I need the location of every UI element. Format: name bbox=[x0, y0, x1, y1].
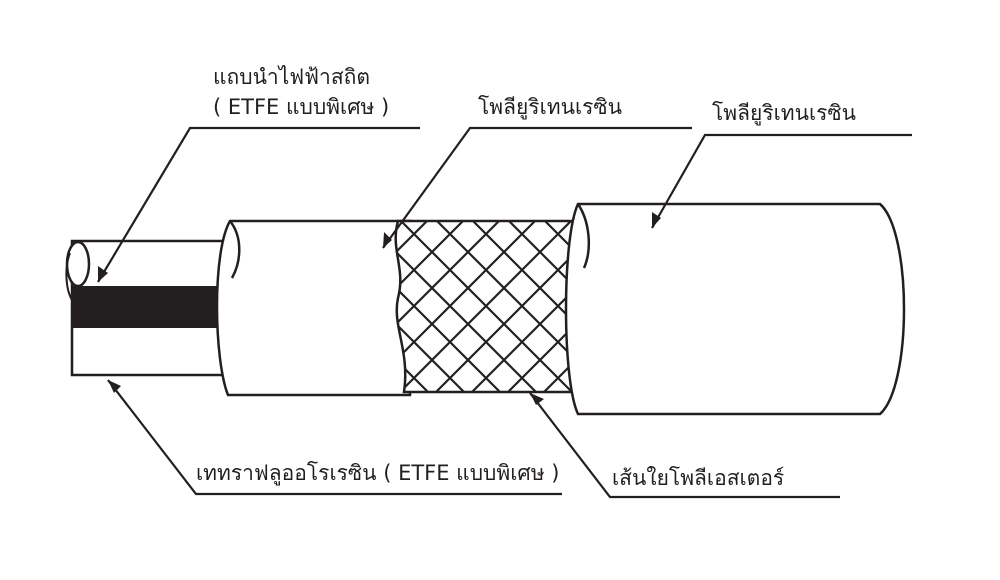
arrowhead-conductive-strip bbox=[98, 266, 108, 282]
arrowheads bbox=[98, 212, 661, 405]
leader-lines bbox=[97, 126, 912, 499]
leader-outer-cover bbox=[651, 133, 912, 229]
label-conductive-strip-material: ( ETFE แบบพิเศษ ) bbox=[213, 95, 389, 119]
label-conductive-strip: แถบนำไฟฟ้าสถิต bbox=[213, 65, 370, 89]
labels: แถบนำไฟฟ้าสถิต ( ETFE แบบพิเศษ ) โพลียูร… bbox=[196, 65, 856, 490]
braid-layer bbox=[394, 219, 592, 394]
arrowhead-outer-cover bbox=[652, 212, 661, 228]
leader-inner-tube bbox=[107, 379, 562, 496]
label-middle-layer: โพลียูริเทนเรซิน bbox=[478, 95, 622, 120]
conductive-strip bbox=[73, 286, 230, 328]
leader-conductive-strip bbox=[97, 126, 420, 283]
inner-tube-opening bbox=[65, 240, 91, 288]
arrowhead-middle-layer bbox=[383, 232, 392, 248]
arrowhead-braid bbox=[530, 393, 544, 405]
leader-middle-layer bbox=[382, 126, 692, 249]
label-inner-tube: เททราฟลูออโรเรซิน ( ETFE แบบพิเศษ ) bbox=[196, 461, 559, 486]
leader-braid bbox=[529, 392, 840, 499]
outer-cover bbox=[564, 202, 906, 416]
middle-layer bbox=[215, 219, 412, 397]
arrowhead-inner-tube bbox=[108, 380, 121, 393]
inner-tube bbox=[65, 239, 234, 377]
label-outer-cover: โพลียูริเทนเรซิน bbox=[712, 101, 856, 126]
label-braid: เส้นใยโพลีเอสเตอร์ bbox=[612, 466, 784, 490]
